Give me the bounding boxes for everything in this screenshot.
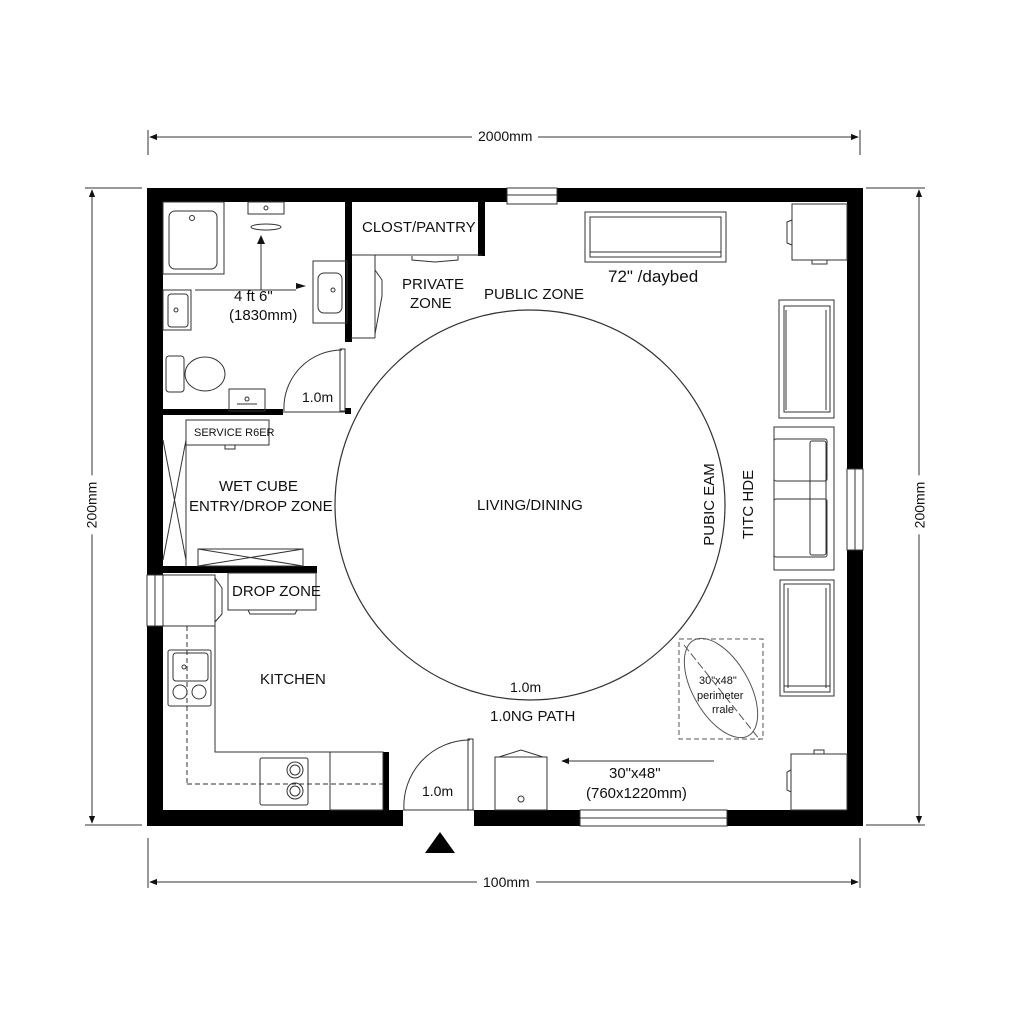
label-titc-hde: TITC HDE xyxy=(740,469,758,540)
kitchen-counters xyxy=(167,626,384,811)
storage-unit xyxy=(494,749,548,811)
room-label-entry-drop-zone: ENTRY/DROP ZONE xyxy=(189,498,333,515)
room-label-wet-cube: WET CUBE xyxy=(219,478,298,495)
dimension-bottom: 100mm xyxy=(477,875,536,889)
bathroom-fixtures xyxy=(162,201,348,412)
perimeter-clearance xyxy=(678,637,764,741)
arrow-up-icon xyxy=(257,235,265,244)
right-seating xyxy=(773,299,848,811)
room-label-kitchen: KITCHEN xyxy=(260,671,326,688)
dimension-top: 2000mm xyxy=(472,129,539,143)
perimeter-label-1: 30"x48" xyxy=(699,675,737,687)
entry-arrow-icon xyxy=(425,832,455,853)
entry-door xyxy=(403,738,474,811)
bath-clearance-label-1: 4 ft 6" xyxy=(234,288,273,305)
clearance-label-2: (760x1220mm) xyxy=(586,785,687,802)
living-dining-circle xyxy=(334,309,726,701)
service-riser-label: SERVICE R6ER xyxy=(194,427,275,439)
room-label-drop-zone: DROP ZONE xyxy=(232,583,321,600)
dimension-left: 200mm xyxy=(83,475,99,535)
windows xyxy=(146,187,864,827)
wet-cube-fixtures xyxy=(162,419,317,627)
room-label-public-zone: PUBLIC ZONE xyxy=(484,286,585,303)
bath-clearance-label-2: (1830mm) xyxy=(229,307,298,324)
corner-cabinet xyxy=(786,203,848,265)
arrow-right-icon xyxy=(296,283,306,289)
daybed xyxy=(584,211,727,263)
perimeter-label-2: perimeter xyxy=(697,690,744,702)
room-label-closet: CLOST/PANTRY xyxy=(362,219,476,236)
room-label-private-zone-1: PRIVATE xyxy=(402,276,464,293)
interior-walls xyxy=(163,202,485,810)
entry-door-width: 1.0m xyxy=(422,783,454,799)
perimeter-label-3: rrale xyxy=(712,704,735,716)
dimension-right: 200mm xyxy=(911,475,927,535)
clearance-label-1: 30"x48" xyxy=(609,765,661,782)
path-label: 1.0NG PATH xyxy=(490,708,576,725)
room-label-private-zone-2: ZONE xyxy=(410,295,452,312)
bathroom-door xyxy=(283,348,346,413)
circle-diameter-label: 1.0m xyxy=(510,679,542,695)
closet-fixtures xyxy=(351,254,482,339)
daybed-label: 72" /daybed xyxy=(608,267,699,286)
label-pubic-eam: PUBIC EAM xyxy=(700,463,718,546)
exterior-walls xyxy=(147,188,863,826)
room-label-living-dining: LIVING/DINING xyxy=(477,497,583,514)
bath-door-width: 1.0m xyxy=(302,389,334,405)
